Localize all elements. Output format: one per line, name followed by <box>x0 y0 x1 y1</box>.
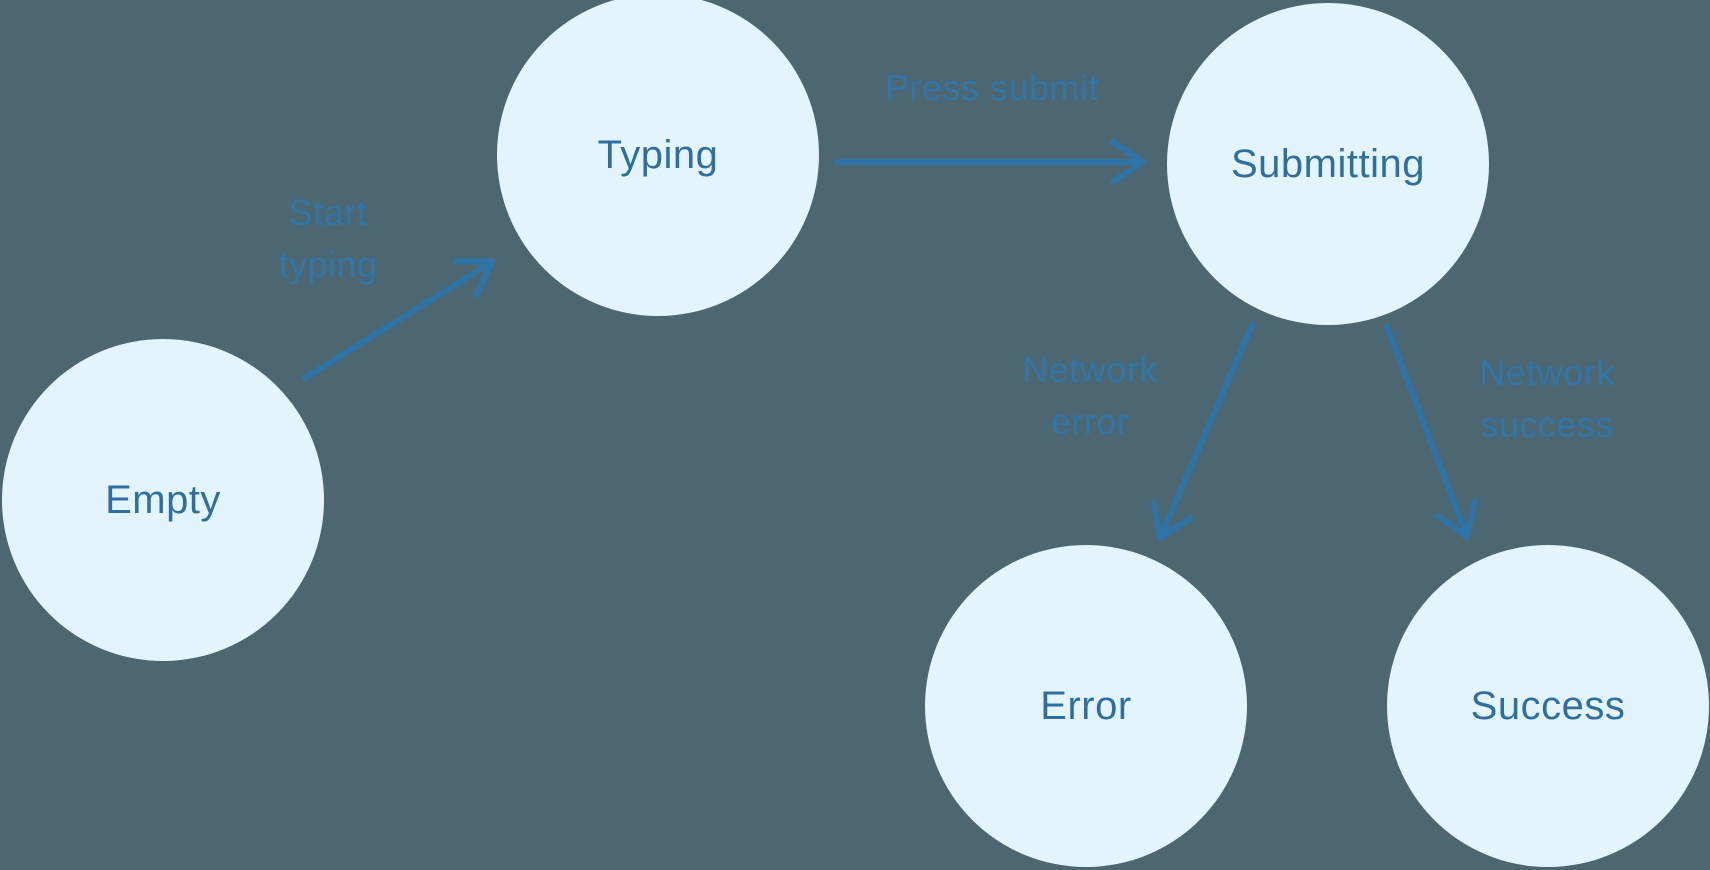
arrowhead-icon-network-error <box>1150 499 1163 541</box>
transition-label-network-success: Network success <box>1479 347 1615 451</box>
arrowhead-icon-press-submit <box>1109 139 1146 165</box>
state-node-success: Success <box>1387 545 1709 867</box>
transition-label-start-typing: Start typing <box>278 187 377 291</box>
transition-network-error <box>1150 322 1255 541</box>
state-node-label-empty: Empty <box>105 477 221 522</box>
transition-label-line: error <box>1050 401 1130 442</box>
arrowhead-icon-network-success <box>1434 512 1470 540</box>
state-node-submitting: Submitting <box>1167 3 1489 325</box>
state-node-error: Error <box>925 545 1247 867</box>
transition-start-typing <box>302 258 495 381</box>
state-node-label-typing: Typing <box>597 132 719 177</box>
state-node-label-submitting: Submitting <box>1231 141 1425 186</box>
transition-label-line: Network <box>1022 349 1158 390</box>
transition-label-network-error: Network error <box>1022 344 1158 448</box>
transition-label-line: Press submit <box>884 67 1100 108</box>
transition-label-line: Start <box>288 192 368 233</box>
arrowhead-icon-start-typing <box>473 259 495 298</box>
arrowhead-icon-start-typing <box>453 258 495 265</box>
transition-press-submit <box>834 139 1146 185</box>
transition-line-network-success <box>1384 324 1470 540</box>
state-node-label-error: Error <box>1040 683 1132 728</box>
state-node-typing: Typing <box>497 0 819 316</box>
transition-line-start-typing <box>302 259 495 381</box>
state-node-empty: Empty <box>2 339 324 661</box>
transition-label-line: Network <box>1479 352 1615 393</box>
arrowhead-icon-network-success <box>1464 498 1478 540</box>
transition-line-network-error <box>1157 322 1255 541</box>
arrowhead-icon-press-submit <box>1109 159 1146 185</box>
transition-label-press-submit: Press submit <box>885 62 1099 114</box>
state-node-label-success: Success <box>1470 683 1626 728</box>
transition-label-line: typing <box>278 244 378 285</box>
arrowhead-icon-network-error <box>1157 515 1194 541</box>
transition-network-success <box>1384 324 1478 540</box>
transition-label-line: success <box>1480 404 1614 445</box>
